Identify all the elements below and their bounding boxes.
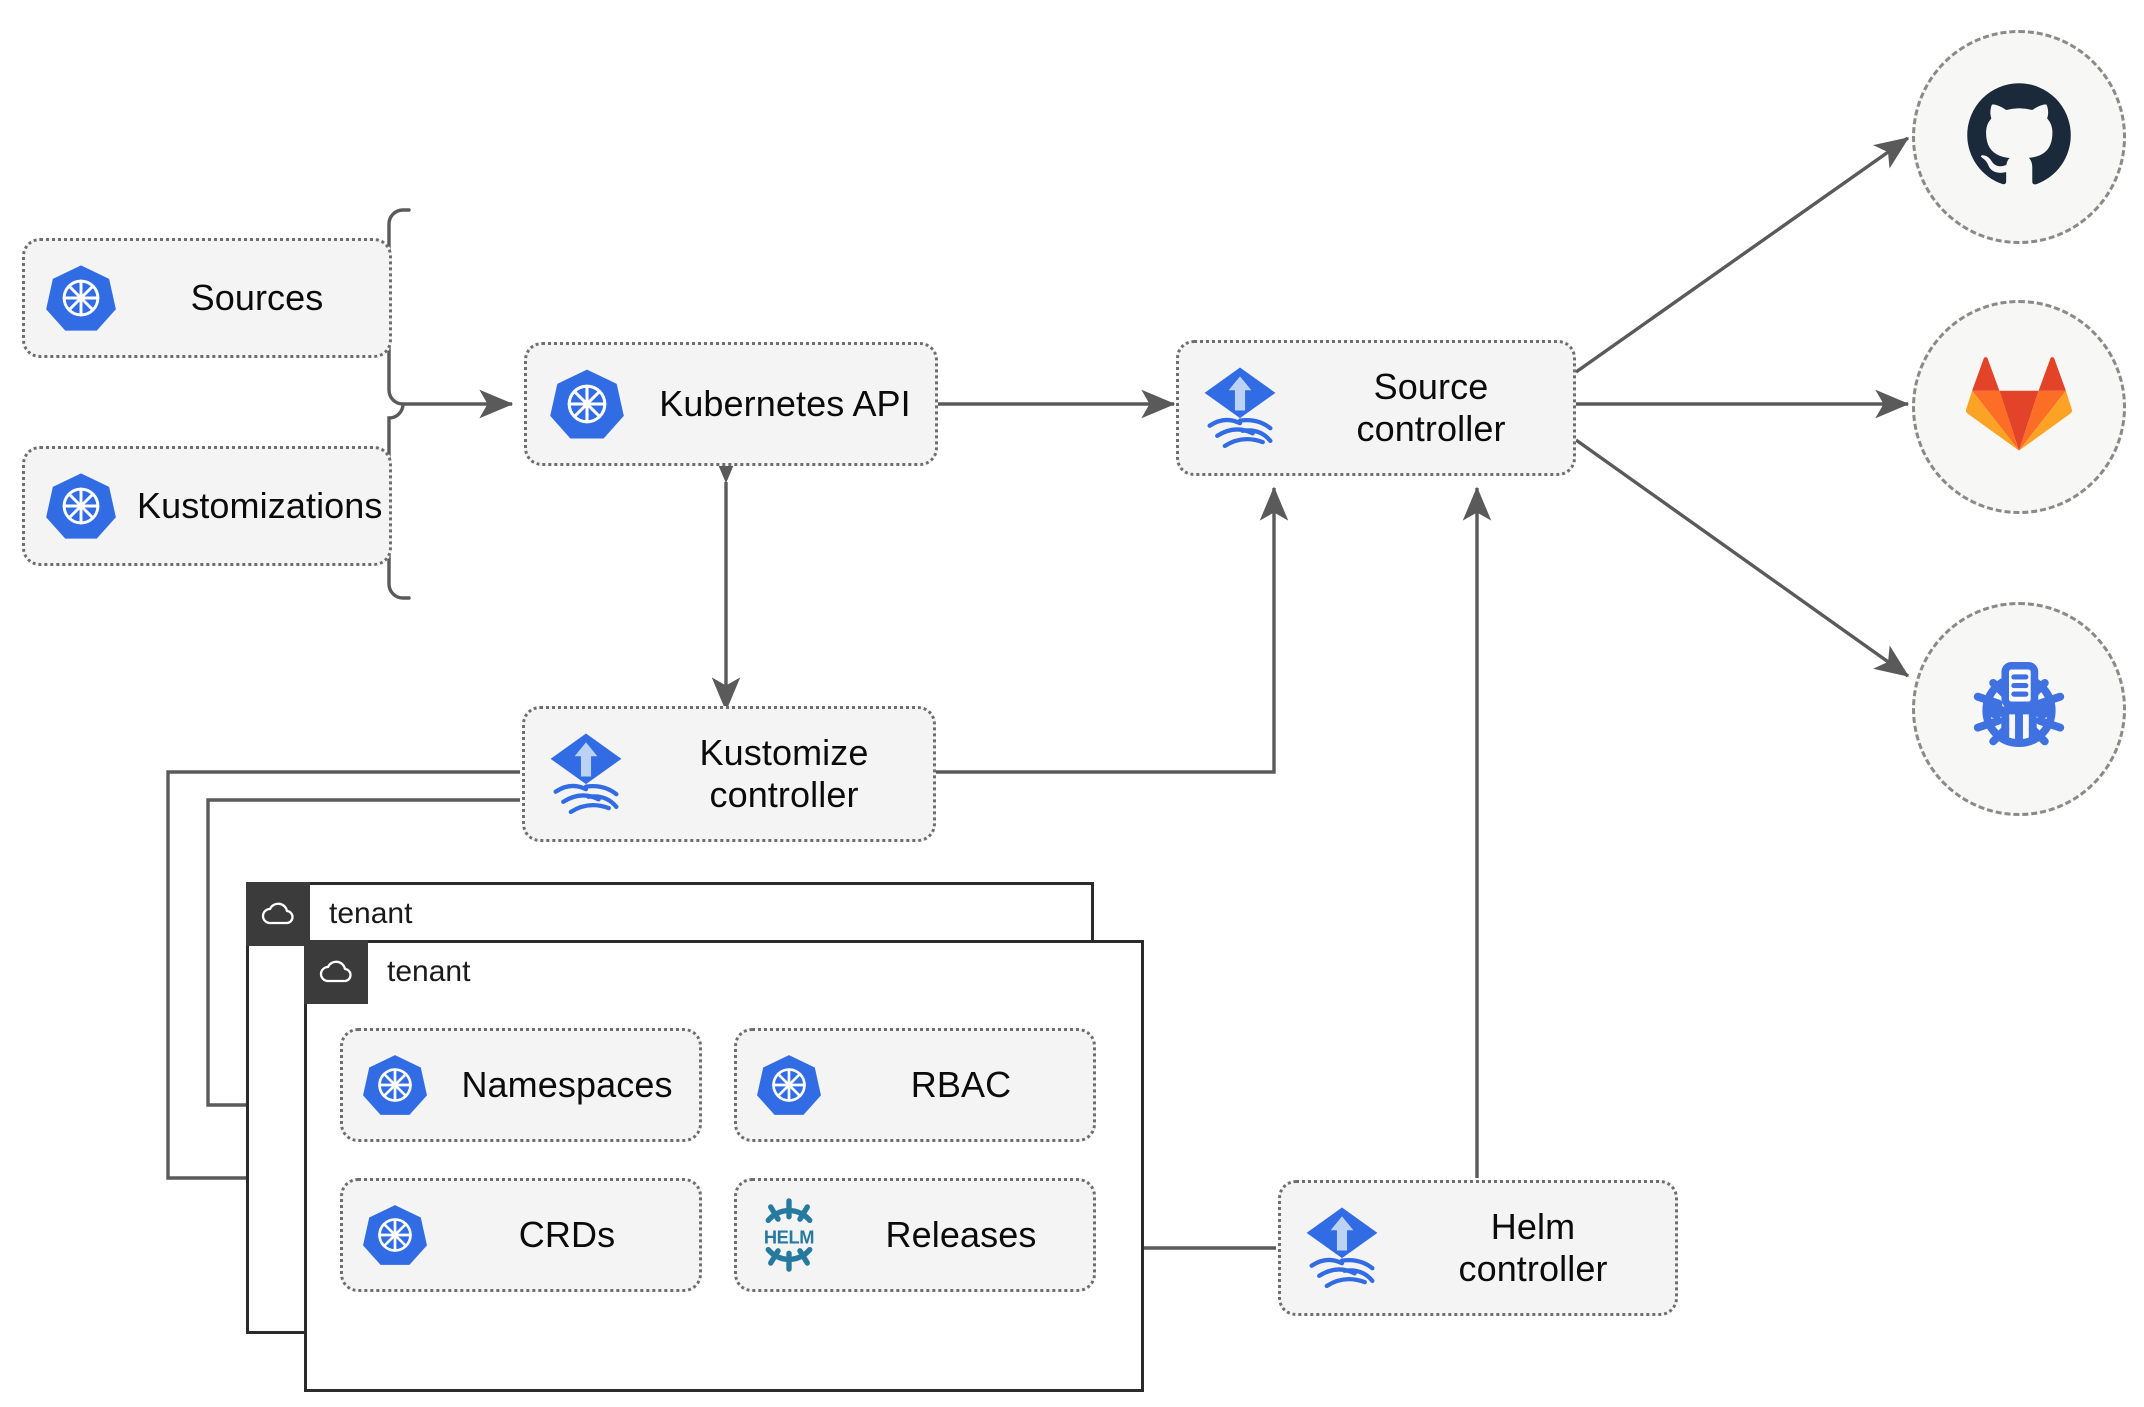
node-label: Source controller	[1356, 365, 1506, 449]
kubernetes-icon	[737, 1052, 841, 1118]
node-source-controller[interactable]: Source controller	[1176, 340, 1576, 476]
kubernetes-icon	[343, 1052, 447, 1118]
tenant-container-front: tenant	[304, 940, 1144, 1392]
node-rbac[interactable]: RBAC	[734, 1028, 1096, 1142]
node-label: CRDs	[518, 1213, 616, 1255]
github-icon	[1965, 81, 2073, 194]
node-label: Kustomize controller	[699, 731, 869, 815]
node-kustomizations[interactable]: Kustomizations	[22, 446, 392, 566]
node-label: Kustomizations	[137, 484, 383, 526]
kubernetes-icon	[25, 470, 137, 542]
provider-helm-repository[interactable]	[1912, 602, 2126, 816]
node-label: Namespaces	[461, 1063, 673, 1105]
cloud-icon	[304, 940, 368, 1004]
node-kubernetes-api[interactable]: Kubernetes API	[524, 342, 938, 466]
provider-github[interactable]	[1912, 30, 2126, 244]
node-releases[interactable]: HELM Releases	[734, 1178, 1096, 1292]
kubernetes-icon	[343, 1202, 447, 1268]
gitlab-icon	[1965, 355, 2073, 460]
node-kustomize-controller[interactable]: Kustomize controller	[522, 706, 936, 842]
node-label: RBAC	[910, 1063, 1012, 1105]
tenant-label: tenant	[387, 955, 471, 988]
svg-text:HELM: HELM	[764, 1227, 814, 1248]
node-crds[interactable]: CRDs	[340, 1178, 702, 1292]
flux-icon	[1179, 365, 1301, 451]
node-label: Sources	[190, 276, 324, 318]
node-namespaces[interactable]: Namespaces	[340, 1028, 702, 1142]
flux-icon	[1281, 1205, 1403, 1291]
helm-repository-icon	[1964, 652, 2074, 767]
node-label: Kubernetes API	[659, 382, 911, 424]
node-sources[interactable]: Sources	[22, 238, 392, 358]
kubernetes-icon	[527, 366, 647, 442]
tenant-label: tenant	[329, 897, 413, 930]
provider-gitlab[interactable]	[1912, 300, 2126, 514]
cloud-icon	[246, 882, 310, 946]
helm-icon: HELM	[737, 1196, 841, 1274]
flux-icon	[525, 731, 647, 817]
node-label: Releases	[885, 1213, 1037, 1255]
kubernetes-icon	[25, 262, 137, 334]
node-helm-controller[interactable]: Helm controller	[1278, 1180, 1678, 1316]
node-label: Helm controller	[1458, 1205, 1608, 1289]
